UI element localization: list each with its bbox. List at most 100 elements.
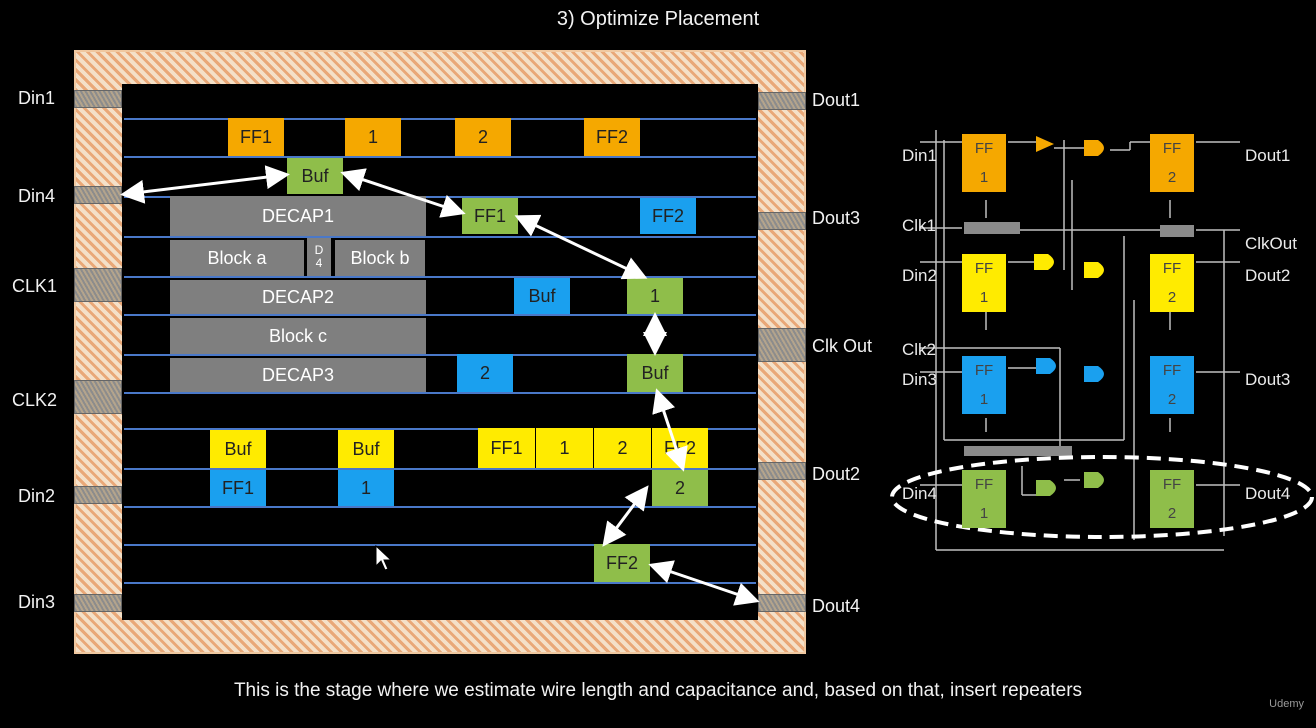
blue-and-gate xyxy=(1036,358,1056,374)
clock-buffer-bar xyxy=(1160,225,1194,237)
yellow-and-gate xyxy=(1034,254,1054,270)
ff-index-label: 2 xyxy=(1167,505,1177,522)
orange-ff1: FF1 xyxy=(228,118,284,156)
yellow-buf-1: Buf xyxy=(210,430,266,468)
clock-buffer-bar xyxy=(964,222,1020,234)
green-buf-mid: Buf xyxy=(627,354,683,392)
placement-row xyxy=(124,428,756,430)
arrow-ff2-dout4 xyxy=(648,560,760,606)
yellow-buf-2: Buf xyxy=(338,430,394,468)
ff-index-label: 1 xyxy=(979,289,989,306)
sch-ff-green-1: FF 1 xyxy=(962,470,1006,528)
pin-clkout xyxy=(758,328,806,362)
green-and-gate xyxy=(1036,480,1056,496)
ff-top-label: FF xyxy=(974,260,994,277)
yellow-and-gate xyxy=(1084,262,1104,278)
sch-ff-green-2: FF 2 xyxy=(1150,470,1194,528)
pin-label-dout3: Dout3 xyxy=(812,208,861,228)
ff-index-label: 1 xyxy=(979,505,989,522)
yellow-gate-1: 1 xyxy=(536,428,594,468)
udemy-watermark: Udemy xyxy=(1269,698,1304,710)
green-and-gate xyxy=(1084,472,1104,488)
page-title: 3) Optimize Placement xyxy=(556,8,760,30)
pin-label-clk1: CLK1 xyxy=(12,276,58,296)
decap2-block: DECAP2 xyxy=(170,280,426,314)
pin-label-din3: Din3 xyxy=(18,592,56,612)
arrow-ff1-gate1 xyxy=(514,214,648,280)
ff-top-label: FF xyxy=(974,140,994,157)
arrow-buf-ff1 xyxy=(340,168,466,218)
sch-label-clk2: Clk2 xyxy=(902,340,937,359)
sch-label-dout1: Dout1 xyxy=(1245,146,1291,165)
blue-buf: Buf xyxy=(514,278,570,314)
pin-clk2 xyxy=(74,380,122,414)
sch-label-din2: Din2 xyxy=(902,266,937,285)
blue-gate-2: 2 xyxy=(457,354,513,392)
sch-label-clk1: Clk1 xyxy=(902,216,937,235)
pin-din2 xyxy=(74,486,122,504)
ff-top-label: FF xyxy=(1162,140,1182,157)
placement-row xyxy=(124,392,756,394)
placement-row xyxy=(124,236,756,238)
arrow-buf-gate2 xyxy=(652,388,688,472)
pin-dout3 xyxy=(758,212,806,230)
blue-ff2: FF2 xyxy=(640,198,696,234)
pin-label-dout2: Dout2 xyxy=(812,464,861,484)
subtitle-caption: This is the stage where we estimate wire… xyxy=(233,680,1083,701)
block-a: Block a xyxy=(170,240,304,276)
pin-label-clk2: CLK2 xyxy=(12,390,58,410)
sch-label-dout2: Dout2 xyxy=(1245,266,1291,285)
arrow-gate2-ff2 xyxy=(602,485,649,547)
placement-row xyxy=(124,354,756,356)
placement-row xyxy=(124,314,756,316)
green-buf-top: Buf xyxy=(287,158,343,194)
green-gate-1: 1 xyxy=(627,278,683,314)
sch-label-din4: Din4 xyxy=(902,484,937,503)
placement-row xyxy=(124,468,756,470)
green-ff1: FF1 xyxy=(462,198,518,234)
orange-ff2: FF2 xyxy=(584,118,640,156)
placement-row xyxy=(124,544,756,546)
blue-ff1: FF1 xyxy=(210,470,266,506)
ff-top-label: FF xyxy=(1162,260,1182,277)
decap3-block: DECAP3 xyxy=(170,358,426,392)
ff-top-label: FF xyxy=(1162,476,1182,493)
yellow-ff1: FF1 xyxy=(478,428,536,468)
ff-index-label: 1 xyxy=(979,169,989,186)
blue-gate-1: 1 xyxy=(338,470,394,506)
pin-label-dout4: Dout4 xyxy=(812,596,861,616)
ff-index-label: 1 xyxy=(979,391,989,408)
green-gate-2: 2 xyxy=(652,470,708,506)
placement-row xyxy=(124,118,756,120)
decap4-block: D 4 xyxy=(307,238,331,276)
orange-and-gate xyxy=(1084,140,1104,156)
pin-din1 xyxy=(74,90,122,108)
placement-row xyxy=(124,156,756,158)
ff-top-label: FF xyxy=(974,476,994,493)
yellow-gate-2: 2 xyxy=(594,428,652,468)
pin-din3 xyxy=(74,594,122,612)
pin-dout2 xyxy=(758,462,806,480)
pin-dout1 xyxy=(758,92,806,110)
pin-clk1 xyxy=(74,268,122,302)
highlight-ellipse xyxy=(890,455,1314,539)
block-c: Block c xyxy=(170,318,426,354)
sch-ff-yellow-1: FF 1 xyxy=(962,254,1006,312)
ff-top-label: FF xyxy=(1162,362,1182,379)
mouse-cursor-icon xyxy=(375,544,393,571)
pin-label-dout1: Dout1 xyxy=(812,90,861,110)
clock-buffer-bar xyxy=(964,446,1072,456)
sch-label-din1: Din1 xyxy=(902,146,937,165)
sch-ff-yellow-2: FF 2 xyxy=(1150,254,1194,312)
ff-index-label: 2 xyxy=(1167,289,1177,306)
sch-ff-blue-2: FF 2 xyxy=(1150,356,1194,414)
sch-label-dout3: Dout3 xyxy=(1245,370,1291,389)
sch-label-din3: Din3 xyxy=(902,370,937,389)
sch-label-dout4: Dout4 xyxy=(1245,484,1291,503)
placement-row xyxy=(124,276,756,278)
orange-gate-1: 1 xyxy=(345,118,401,156)
ff-index-label: 2 xyxy=(1167,391,1177,408)
